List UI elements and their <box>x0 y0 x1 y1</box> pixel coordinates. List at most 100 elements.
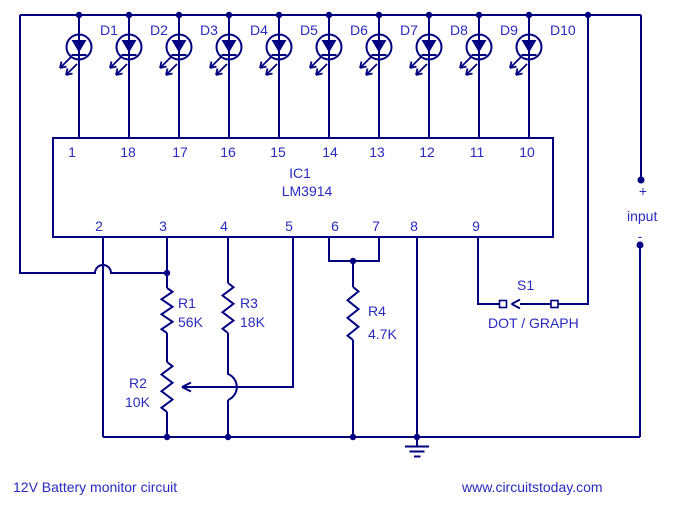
resistor-r3: R3 18K <box>220 282 266 334</box>
led-triangle-icon <box>471 40 487 53</box>
led-emission-arrows-icon <box>359 56 378 76</box>
led-label: D2 <box>150 22 168 38</box>
ic-pin-label-9: 9 <box>472 218 480 234</box>
ic-pin-label-8: 8 <box>410 218 418 234</box>
led-triangle-icon <box>171 40 187 53</box>
resistor-ref-label: R1 <box>178 295 196 311</box>
potentiometer-r2: R2 10K <box>125 361 192 413</box>
ic-pin-label-6: 6 <box>331 218 339 234</box>
resistor-ref-label: R3 <box>240 295 258 311</box>
led-label: D9 <box>500 22 518 38</box>
switch-mode-label: DOT / GRAPH <box>488 315 579 331</box>
led-triangle-icon <box>221 40 237 53</box>
led-label: D4 <box>250 22 268 38</box>
ic-pin-label-11: 11 <box>470 144 485 160</box>
resistor-ref-label: R4 <box>368 303 386 319</box>
circuit-title: 12V Battery monitor circuit <box>13 479 177 495</box>
ic-pin-label-12: 12 <box>419 144 435 160</box>
led-circle <box>165 33 193 61</box>
led-triangle-icon <box>321 40 337 53</box>
led-triangle-icon <box>71 40 87 53</box>
led-emission-arrows-icon <box>59 56 78 76</box>
led-label: D6 <box>350 22 368 38</box>
led-emission-arrows-icon <box>509 56 528 76</box>
ic-lm3914: IC1 LM3914 1 18 17 16 15 14 13 12 11 10 … <box>52 137 554 238</box>
led-circle <box>515 33 543 61</box>
led-triangle-icon <box>121 40 137 53</box>
wire-left-rail <box>19 15 167 274</box>
junction-dots <box>75 11 592 441</box>
resistor-zigzag <box>159 361 175 413</box>
led-emission-arrows-icon <box>209 56 228 76</box>
led-circle <box>365 33 393 61</box>
led-circle <box>115 33 143 61</box>
wire-pin4-chain <box>227 237 238 437</box>
led-label: D3 <box>200 22 218 38</box>
ic-pin-label-16: 16 <box>220 144 236 160</box>
led-triangle-icon <box>421 40 437 53</box>
led-d2: D2 <box>109 22 168 76</box>
led-d6: D6 <box>309 22 368 76</box>
switch-contact-left <box>498 299 508 309</box>
led-emission-arrows-icon <box>259 56 278 76</box>
resistor-zigzag <box>345 286 361 341</box>
wire-pin6-pin7 <box>328 237 380 262</box>
ic-pin-label-14: 14 <box>322 144 338 160</box>
led-circle <box>315 33 343 61</box>
resistor-r4: R4 4.7K <box>345 286 397 342</box>
led-d3: D3 <box>159 22 218 76</box>
minus-terminal-dot <box>636 241 644 249</box>
ic-ref-label: IC1 <box>289 165 311 181</box>
led-triangle-icon <box>371 40 387 53</box>
resistor-value-label: 18K <box>240 314 266 330</box>
led-d9: D9 <box>459 22 518 76</box>
resistor-value-label: 10K <box>125 394 151 410</box>
dot-graph-switch: S1 DOT / GRAPH <box>488 277 579 331</box>
wire-switch-riser <box>558 15 589 305</box>
resistor-r1: R1 56K <box>159 287 204 334</box>
resistor-value-label: 56K <box>178 314 204 330</box>
resistor-zigzag <box>159 287 175 334</box>
led-label: D7 <box>400 22 418 38</box>
led-emission-arrows-icon <box>109 56 128 76</box>
ic-part-label: LM3914 <box>282 183 333 199</box>
led-circle <box>265 33 293 61</box>
ic-pin-label-4: 4 <box>220 218 228 234</box>
wire-pin9 <box>477 237 499 305</box>
led-emission-arrows-icon <box>159 56 178 76</box>
ground-icon <box>405 437 429 458</box>
input-terminals: + input - <box>627 176 657 249</box>
ic-pin-label-18: 18 <box>120 144 136 160</box>
ground-symbol <box>405 437 429 458</box>
resistor-ref-label: R2 <box>129 375 147 391</box>
ic-pin-label-7: 7 <box>372 218 380 234</box>
led-circle <box>465 33 493 61</box>
ic-pin-label-15: 15 <box>270 144 286 160</box>
led-label: D1 <box>100 22 118 38</box>
led-d5: D5 <box>259 22 318 76</box>
input-minus-label: - <box>638 228 643 244</box>
ic-pin-label-13: 13 <box>369 144 385 160</box>
led-d4: D4 <box>209 22 268 76</box>
led-label: D5 <box>300 22 318 38</box>
switch-ref-label: S1 <box>517 277 534 293</box>
ic-pin-label-2: 2 <box>95 218 103 234</box>
wiper-arrow-icon <box>181 381 192 393</box>
led-d7: D7 <box>359 22 418 76</box>
led-label: D8 <box>450 22 468 38</box>
resistor-zigzag <box>220 282 236 334</box>
led-triangle-icon <box>521 40 537 53</box>
switch-lever-arrow-icon <box>511 298 551 310</box>
wire-pin5-wiper <box>182 237 294 388</box>
plus-terminal-dot <box>637 176 645 184</box>
ic-body <box>52 137 554 238</box>
ic-pin-label-1: 1 <box>68 144 76 160</box>
led-emission-arrows-icon <box>409 56 428 76</box>
led-d10: D10 <box>509 22 576 76</box>
ic-pin-label-3: 3 <box>159 218 167 234</box>
led-circle <box>65 33 93 61</box>
website-credit: www.circuitstoday.com <box>461 479 603 495</box>
led-emission-arrows-icon <box>309 56 328 76</box>
led-emission-arrows-icon <box>459 56 478 76</box>
